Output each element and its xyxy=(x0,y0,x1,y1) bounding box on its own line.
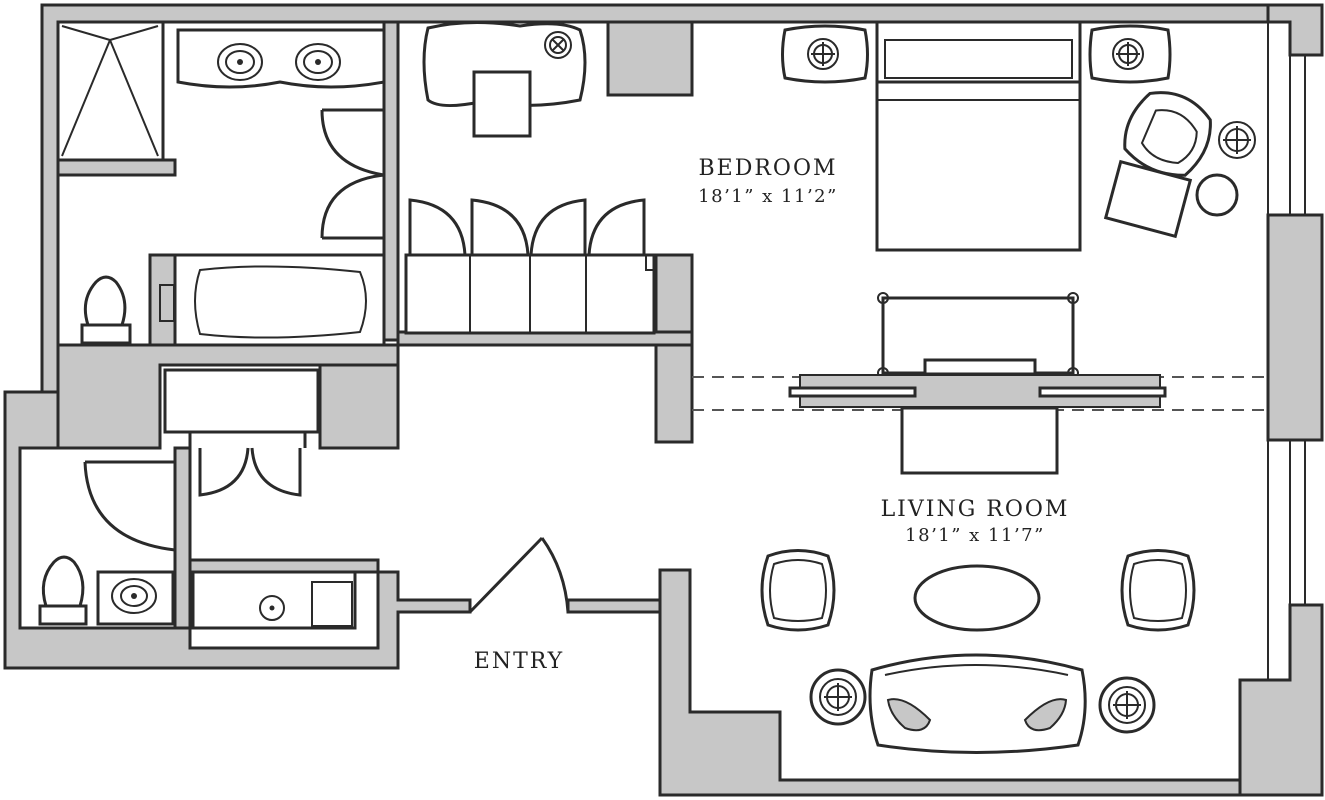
bedroom-label: BEDROOM xyxy=(698,156,837,181)
side-table-lamp-icon xyxy=(1218,121,1256,159)
end-table-left-lamp-icon xyxy=(809,668,867,726)
sink-right-icon xyxy=(295,43,341,81)
end-table-right-lamp-icon xyxy=(1098,676,1156,734)
shower xyxy=(56,20,165,162)
lamp-icon xyxy=(544,31,572,59)
coat-closet xyxy=(163,368,320,497)
desk xyxy=(422,20,587,138)
armchair xyxy=(1123,91,1212,177)
armchair-right xyxy=(1120,549,1196,632)
sink-left-icon xyxy=(217,43,263,81)
bedroom-dimensions: 18’1” x 11’2” xyxy=(698,186,838,207)
sink-icon xyxy=(96,570,175,626)
nightstand-left xyxy=(781,24,869,84)
bed xyxy=(875,20,1082,252)
toilet-icon xyxy=(80,275,132,345)
living-room-label: LIVING ROOM xyxy=(881,497,1070,522)
wet-bar-counter xyxy=(191,570,357,630)
entry-door xyxy=(468,536,570,614)
interior-walls xyxy=(56,20,694,630)
double-vanity xyxy=(176,28,386,89)
armchair-left xyxy=(760,549,836,632)
bath-double-door xyxy=(320,108,385,240)
bathtub xyxy=(159,253,386,347)
media-console xyxy=(788,358,1167,475)
ottoman xyxy=(1103,159,1193,239)
nightstand-right xyxy=(1088,24,1172,84)
entry-label: ENTRY xyxy=(474,649,564,674)
lamp-icon xyxy=(1112,38,1144,70)
closet xyxy=(404,198,657,335)
coffee-table xyxy=(913,564,1041,632)
lamp-icon xyxy=(807,38,839,70)
toilet-icon xyxy=(38,555,88,626)
powder-room-door xyxy=(83,460,176,552)
windows xyxy=(1267,22,1306,680)
sofa xyxy=(868,653,1087,754)
side-table xyxy=(1195,173,1239,217)
living-room-dimensions: 18’1” x 11’7” xyxy=(905,525,1045,546)
